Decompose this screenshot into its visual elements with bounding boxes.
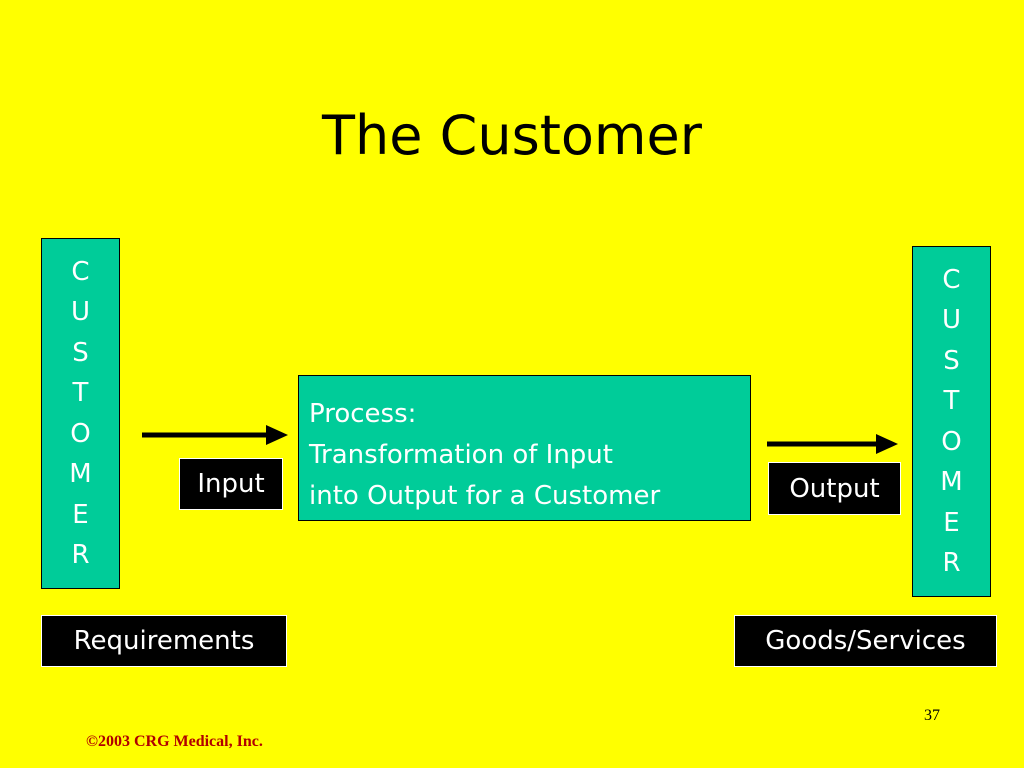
left-customer-letter: M: [69, 459, 92, 489]
output-label: Output: [768, 462, 901, 515]
right-customer-letter: U: [941, 305, 962, 335]
left-customer-letter: T: [72, 378, 89, 408]
left-customer-letter: O: [70, 418, 91, 449]
copyright-notice: ©2003 CRG Medical, Inc.: [86, 733, 263, 750]
right-customer-box: C U S T O M E R: [912, 246, 991, 597]
right-customer-letter: S: [943, 345, 960, 376]
right-customer-letter: E: [943, 507, 960, 538]
goods-services-label: Goods/Services: [734, 615, 997, 667]
input-label: Input: [179, 458, 283, 510]
left-customer-letter: R: [71, 540, 90, 570]
output-arrow-icon: [767, 434, 898, 454]
process-heading: Process:: [309, 399, 417, 429]
requirements-label: Requirements: [41, 615, 287, 667]
page-number: 37: [924, 707, 940, 724]
left-customer-box: C U S T O M E R: [41, 238, 120, 589]
process-box: Process: Transformation of Input into Ou…: [298, 375, 751, 521]
input-arrow-icon: [142, 425, 288, 445]
right-customer-letter: T: [943, 386, 960, 416]
right-customer-letter: C: [942, 264, 961, 295]
right-customer-letter: M: [940, 467, 963, 497]
process-description-line2: into Output for a Customer: [309, 481, 661, 511]
left-customer-letter: U: [70, 297, 91, 327]
right-customer-letter: O: [941, 426, 962, 457]
left-customer-letter: E: [72, 499, 89, 530]
process-description-line1: Transformation of Input: [309, 440, 613, 470]
left-customer-letter: S: [72, 337, 89, 368]
slide-title: The Customer: [322, 104, 702, 167]
left-customer-letter: C: [71, 256, 90, 287]
right-customer-letter: R: [942, 548, 961, 578]
